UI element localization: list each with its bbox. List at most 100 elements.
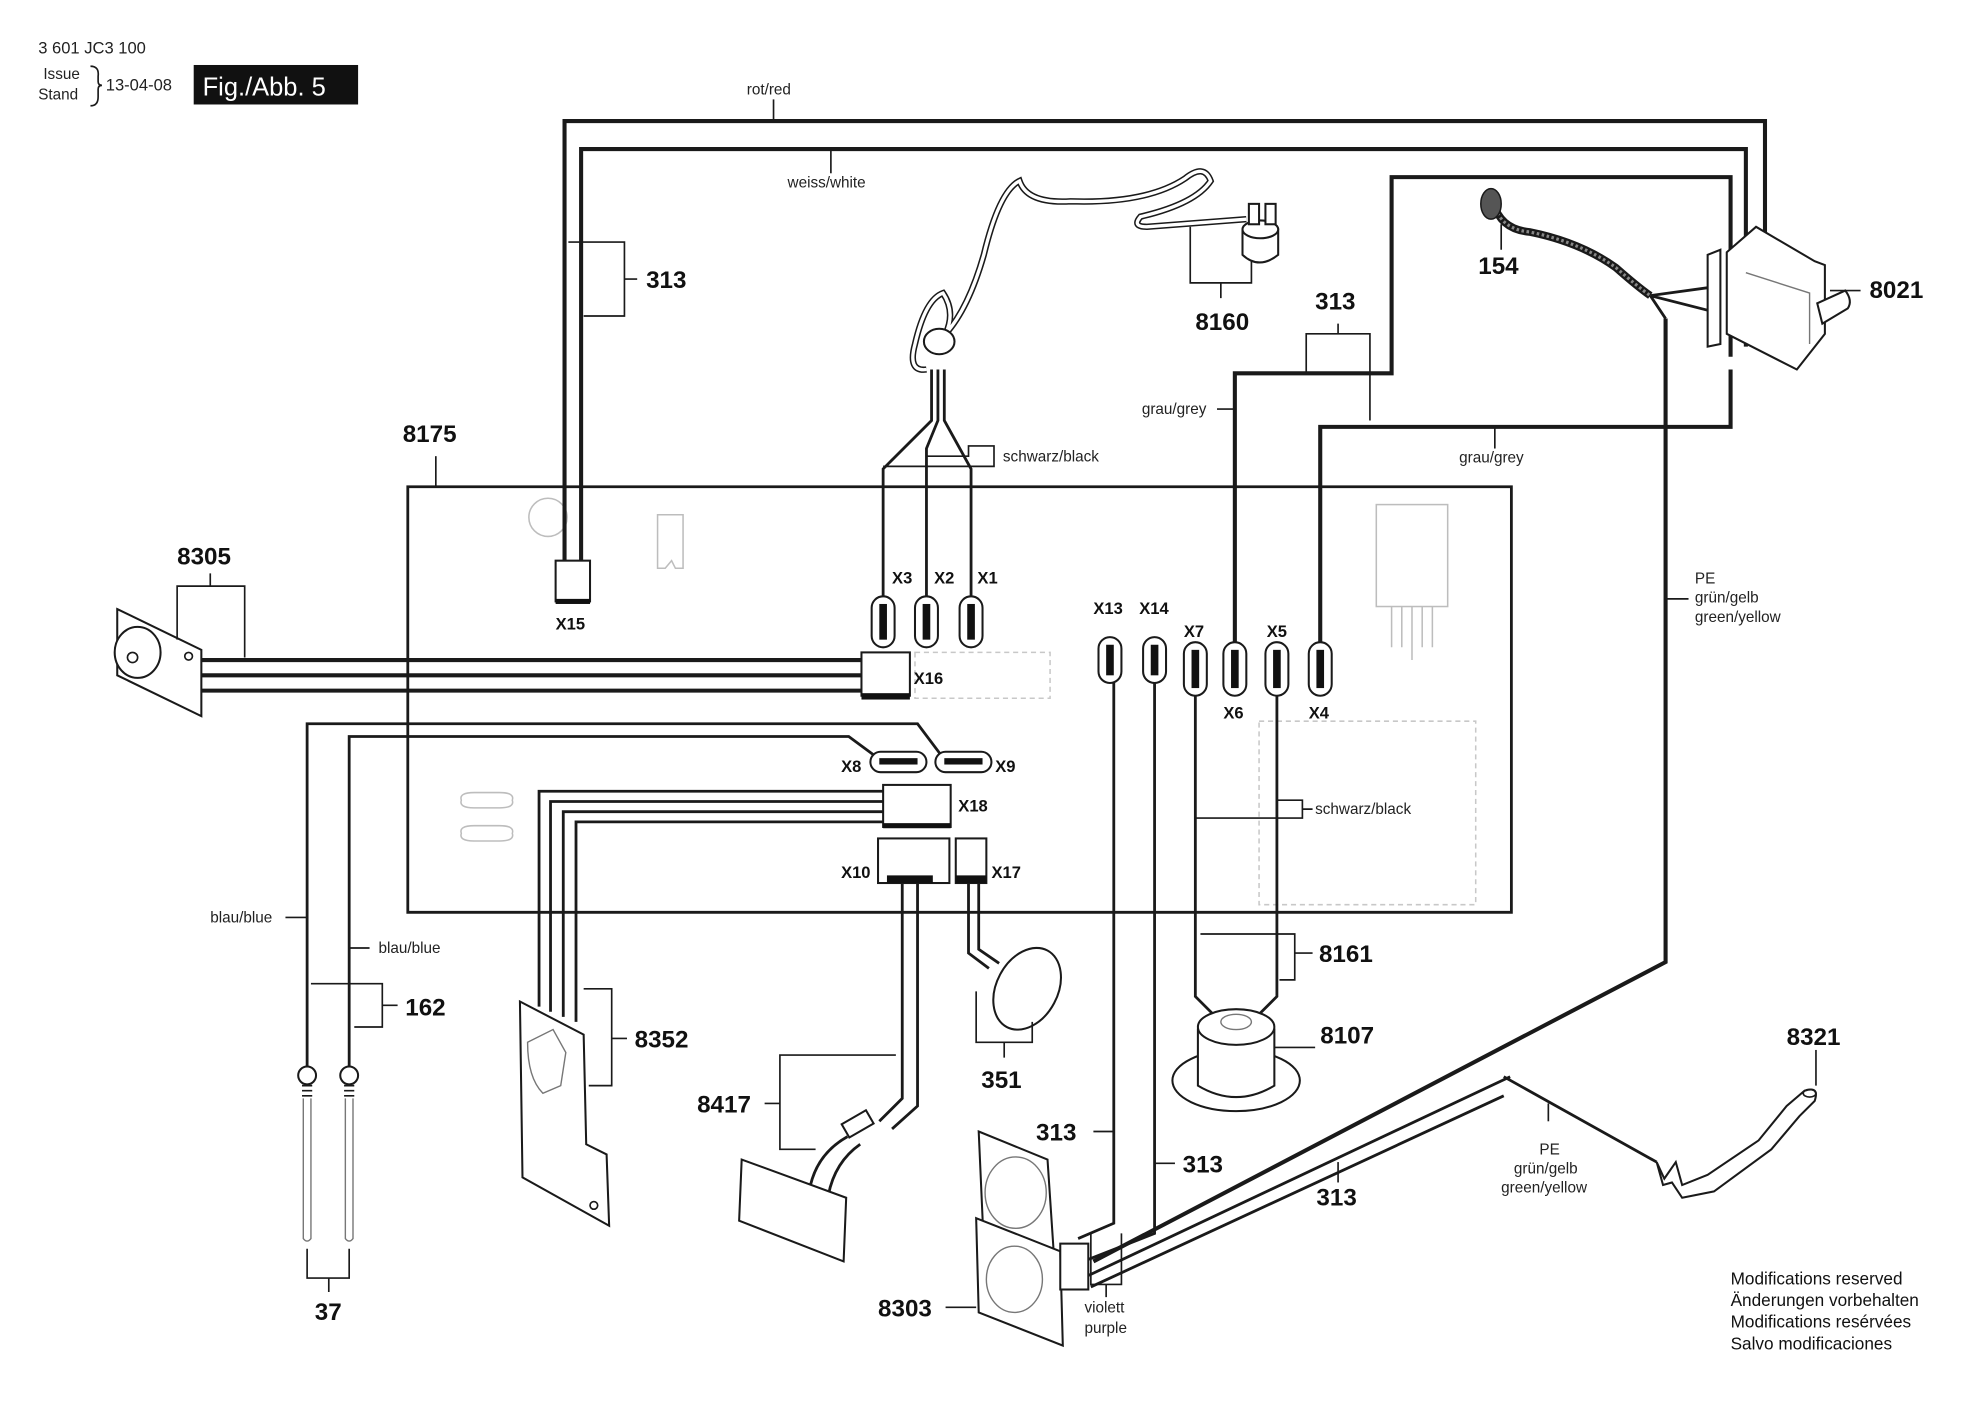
wire-label-pe-bottom-1: PE bbox=[1539, 1141, 1559, 1158]
wire-label-black-motor: schwarz/black bbox=[1315, 801, 1411, 818]
bracket-313-top-mid: 313 bbox=[1305, 289, 1371, 421]
connector-label-x6: X6 bbox=[1223, 704, 1243, 723]
connector-x14: X14 bbox=[1139, 599, 1170, 684]
bracket-162: 162 bbox=[310, 982, 446, 1028]
connector-x13: X13 bbox=[1093, 599, 1123, 684]
part-label-8175: 8175 bbox=[403, 421, 457, 448]
wire-red: rot/red bbox=[562, 81, 1768, 561]
bracket-313-top-left: 313 bbox=[568, 241, 686, 317]
footer-note-es: Salvo modificaciones bbox=[1731, 1333, 1892, 1353]
figure-label: Fig./Abb. 5 bbox=[203, 74, 326, 102]
connector-label-x2: X2 bbox=[934, 569, 954, 588]
wire-label-pe-bottom-3: green/yellow bbox=[1501, 1180, 1588, 1197]
sensor-8160: 8160 bbox=[909, 168, 1280, 373]
footer-note-en: Modifications reserved bbox=[1731, 1268, 1903, 1288]
bracket-8161: 8161 bbox=[1200, 933, 1373, 981]
socket-8303: 8303 bbox=[878, 1129, 1090, 1348]
thermal-fuse-154: 154 bbox=[1478, 187, 1716, 320]
part-label-8305: 8305 bbox=[177, 543, 231, 570]
pcb-slot bbox=[656, 514, 684, 570]
connector-x4: X4 bbox=[1307, 641, 1333, 723]
switch-8021: 8021 bbox=[1706, 225, 1923, 371]
connector-x16: X16 bbox=[860, 651, 943, 700]
component-pins bbox=[1390, 606, 1434, 661]
connector-x9: X9 bbox=[934, 750, 1016, 776]
connector-label-x1: X1 bbox=[977, 569, 997, 588]
part-label-313-a: 313 bbox=[1036, 1119, 1076, 1146]
wire-label-blue-outer: blau/blue bbox=[210, 910, 272, 927]
brace-icon bbox=[90, 65, 102, 107]
connector-x3: X3 bbox=[870, 569, 912, 649]
part-label-313-mid: 313 bbox=[1315, 289, 1355, 316]
part-label-351: 351 bbox=[981, 1067, 1021, 1094]
connector-label-x15: X15 bbox=[556, 614, 585, 633]
wire-grey-left: grau/grey bbox=[1142, 175, 1733, 650]
wire-blue-outer: blau/blue bbox=[210, 722, 942, 1068]
connector-x8: X8 bbox=[841, 750, 928, 776]
wire-label-purple-en: purple bbox=[1084, 1320, 1126, 1337]
part-label-8417: 8417 bbox=[697, 1091, 751, 1118]
wire-black-motor: schwarz/black bbox=[1193, 695, 1411, 1018]
part-label-313-b: 313 bbox=[1183, 1151, 1223, 1178]
footer-note-de: Änderungen vorbehalten bbox=[1731, 1290, 1919, 1310]
part-label-8161: 8161 bbox=[1319, 941, 1373, 968]
component-8417: 8417 bbox=[697, 883, 919, 1263]
connector-label-x18: X18 bbox=[958, 797, 987, 816]
component-351: 351 bbox=[967, 883, 1062, 1094]
connector-x2: X2 bbox=[913, 569, 954, 649]
wire-grey-right: grau/grey bbox=[1318, 369, 1733, 650]
connector-x10: X10 bbox=[841, 837, 951, 885]
wire-label-purple-de: violett bbox=[1084, 1299, 1125, 1316]
part-label-162: 162 bbox=[405, 995, 445, 1022]
wire-label-red: rot/red bbox=[747, 81, 791, 98]
wire-label-white: weiss/white bbox=[787, 174, 866, 191]
pcb-hole bbox=[528, 497, 568, 538]
connector-label-x13: X13 bbox=[1093, 599, 1122, 618]
connector-label-x17: X17 bbox=[991, 863, 1020, 882]
wire-blue-inner: blau/blue bbox=[347, 735, 874, 1068]
figure-badge bbox=[193, 64, 359, 105]
part-label-8107: 8107 bbox=[1320, 1023, 1374, 1050]
connector-label-x5: X5 bbox=[1267, 622, 1287, 641]
connector-label-x16: X16 bbox=[914, 669, 943, 688]
footer-note-fr: Modifications resérvées bbox=[1731, 1312, 1912, 1332]
wire-purple: violett purple bbox=[1084, 1233, 1127, 1337]
wires-313-socket: 313 313 313 bbox=[1036, 682, 1511, 1289]
connector-label-x8: X8 bbox=[841, 757, 861, 776]
connector-x7: X7 bbox=[1182, 622, 1208, 697]
wire-label-pe-line1: PE bbox=[1695, 571, 1715, 588]
connector-label-x3: X3 bbox=[892, 569, 912, 588]
wire-label-pe-line2: grün/gelb bbox=[1695, 590, 1759, 607]
connector-x18: X18 bbox=[882, 783, 988, 829]
wire-label-blue-inner: blau/blue bbox=[378, 940, 440, 957]
component-8352: 8352 bbox=[518, 789, 885, 1228]
part-label-8321: 8321 bbox=[1787, 1024, 1841, 1051]
part-label-8352: 8352 bbox=[635, 1026, 689, 1053]
part-label-8303: 8303 bbox=[878, 1295, 932, 1322]
pcb-outline bbox=[406, 485, 1513, 914]
wire-label-black-top: schwarz/black bbox=[1003, 448, 1099, 465]
pcb-area bbox=[914, 651, 1051, 700]
connector-x5: X5 bbox=[1264, 622, 1290, 697]
part-label-313: 313 bbox=[646, 267, 686, 294]
connector-x6: X6 bbox=[1222, 641, 1248, 723]
component-8305: 8305 bbox=[113, 543, 867, 718]
wire-black-top: schwarz/black bbox=[881, 369, 1099, 599]
pcb-ghost-terminals bbox=[460, 791, 514, 842]
connector-label-x7: X7 bbox=[1184, 622, 1204, 641]
connector-label-x4: X4 bbox=[1309, 704, 1330, 723]
ground-lug-8321: 8321 bbox=[1655, 1024, 1841, 1199]
wire-label-pe-bottom-2: grün/gelb bbox=[1514, 1161, 1578, 1178]
wire-pe-right: PE grün/gelb green/yellow bbox=[1092, 318, 1782, 1264]
wire-label-grey-left: grau/grey bbox=[1142, 401, 1207, 418]
part-label-313-c: 313 bbox=[1316, 1184, 1356, 1211]
pcb-area-motor bbox=[1258, 720, 1477, 906]
motor-8107: 8107 bbox=[1171, 1008, 1374, 1113]
part-label-8021: 8021 bbox=[1869, 277, 1923, 304]
pcb-component bbox=[1375, 503, 1449, 608]
connector-label-x10: X10 bbox=[841, 863, 870, 882]
wire-pe-bottom: PE grün/gelb green/yellow bbox=[1501, 1075, 1658, 1197]
pcb-8175: 8175 bbox=[403, 421, 1513, 914]
stand-label: Stand bbox=[38, 86, 78, 103]
